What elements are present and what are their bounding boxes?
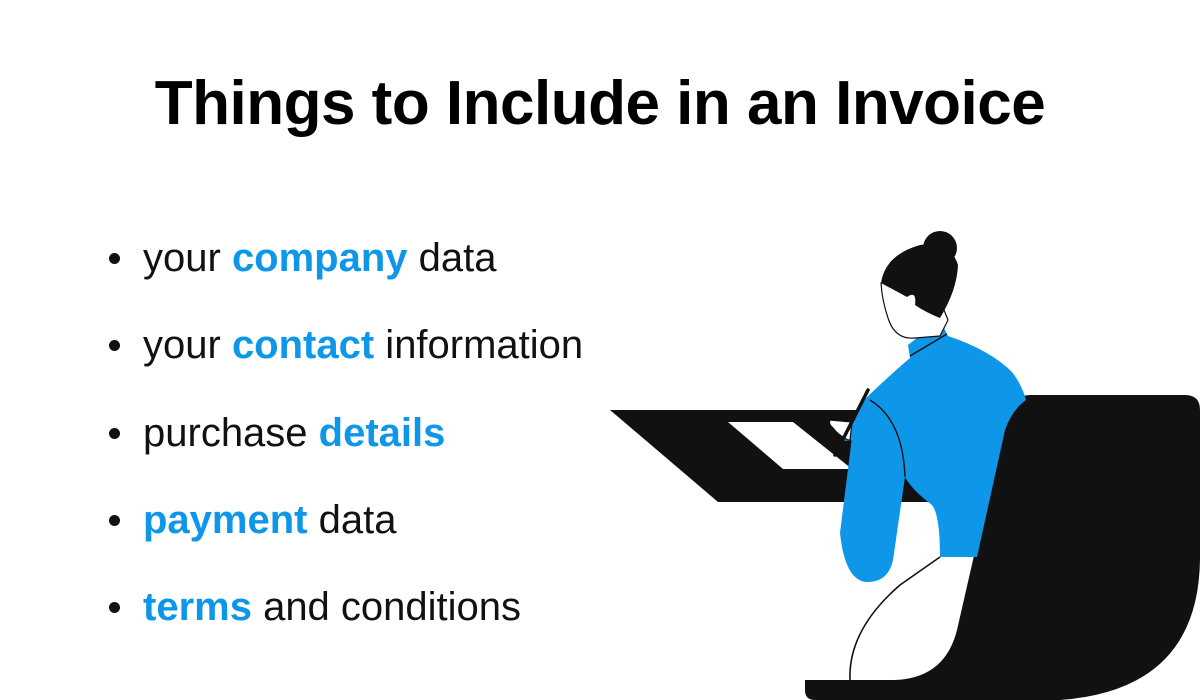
item-text: your xyxy=(143,323,232,368)
item-text: data xyxy=(407,236,497,280)
page-title: Things to Include in an Invoice xyxy=(154,69,1046,138)
item-text: data xyxy=(307,497,397,542)
bullet-icon xyxy=(109,602,120,614)
item-text: your xyxy=(143,236,232,280)
bullet-icon xyxy=(109,340,120,352)
item-highlight: company xyxy=(231,236,408,280)
item-highlight: details xyxy=(318,410,446,455)
invoice-items-list: your company data your contact informati… xyxy=(105,228,583,664)
list-item: terms and conditions xyxy=(105,577,583,664)
pen xyxy=(833,388,870,457)
list-item: your contact information xyxy=(105,315,583,402)
item-highlight: payment xyxy=(143,497,308,542)
bullet-icon xyxy=(109,427,120,439)
torso xyxy=(840,320,1026,583)
paper xyxy=(728,422,852,469)
item-highlight: contact xyxy=(231,323,375,368)
list-item: purchase details xyxy=(105,403,583,490)
item-highlight: terms xyxy=(143,585,252,630)
item-text: and conditions xyxy=(251,585,522,630)
item-text: purchase xyxy=(143,410,319,455)
list-item: your company data xyxy=(105,228,583,315)
bullet-icon xyxy=(109,253,120,264)
item-text: information xyxy=(374,323,584,368)
chair xyxy=(805,395,1200,700)
hair-bun xyxy=(923,231,957,265)
bullet-icon xyxy=(109,514,120,526)
list-item: payment data xyxy=(105,490,583,577)
